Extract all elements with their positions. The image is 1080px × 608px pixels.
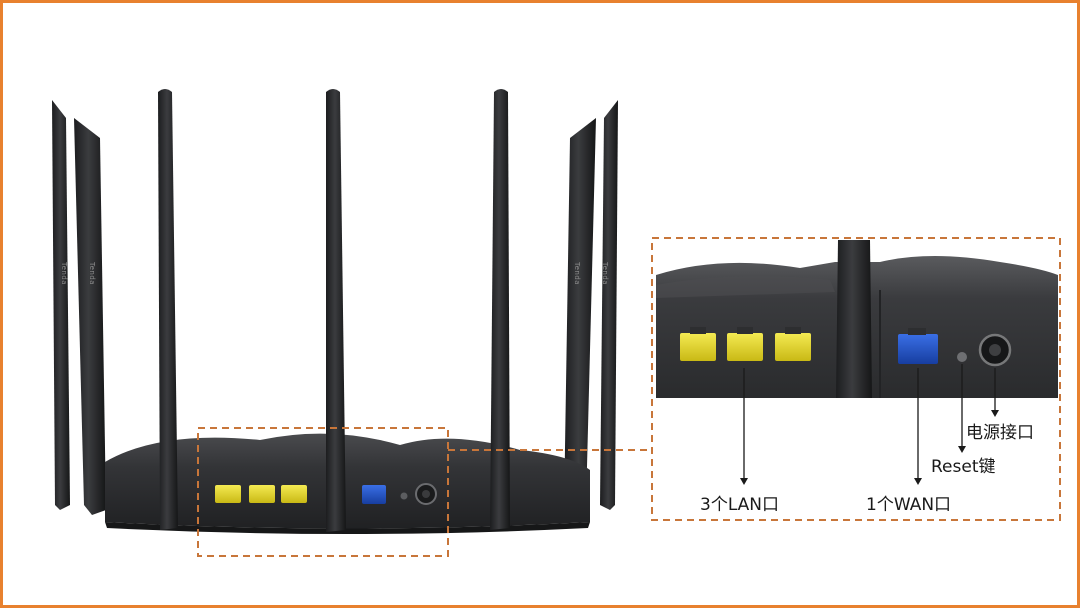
reset-button <box>400 492 408 500</box>
zoom-antenna <box>836 240 872 398</box>
zoom-lan-port-latch <box>785 327 801 334</box>
lan-callout-label: 3个LAN口 <box>700 495 779 515</box>
reset-pointer-arrow <box>958 446 966 453</box>
antenna-right-outer <box>600 100 618 510</box>
reset-callout-label: Reset键 <box>931 457 996 477</box>
wan-pointer-arrow <box>914 478 922 485</box>
zoom-housing-highlight <box>656 276 835 298</box>
zoom-lan-port <box>680 333 716 361</box>
wan-port <box>362 485 386 504</box>
zoom-lan-port <box>775 333 811 361</box>
router-housing <box>105 433 590 529</box>
antenna-vertical <box>326 89 346 532</box>
right-side-antennas: Tenda Tenda <box>564 100 618 515</box>
power-callout-label: 电源接口 <box>966 423 1034 443</box>
zoom-lan-port <box>727 333 763 361</box>
wan-callout-label: 1个WAN口 <box>866 495 951 515</box>
zoom-lan-port-latch <box>690 327 706 334</box>
zoom-wan-port <box>898 334 938 364</box>
antenna-vertical <box>158 89 178 530</box>
antenna-brand-label: Tenda <box>60 261 68 285</box>
router-base <box>105 522 590 534</box>
zoom-lan-port-latch <box>737 327 753 334</box>
left-side-antennas: Tenda Tenda <box>52 100 106 515</box>
zoom-power-jack-pin <box>989 344 1001 356</box>
zoom-inset-border <box>651 237 1061 521</box>
ports-highlight-box <box>197 427 449 557</box>
zoom-inset: 3个LAN口 1个WAN口 Reset键 电源接口 <box>652 238 1060 520</box>
lan-port <box>249 485 275 503</box>
lan-port <box>281 485 307 503</box>
antenna-left-outer <box>52 100 70 510</box>
antenna-right-inner <box>564 118 596 515</box>
lan-pointer-arrow <box>740 478 748 485</box>
lan-port <box>215 485 241 503</box>
antenna-brand-label: Tenda <box>88 261 96 285</box>
power-jack-pin <box>422 490 430 498</box>
zoom-wan-port-latch <box>908 328 926 335</box>
power-pointer-arrow <box>991 410 999 417</box>
antenna-brand-label: Tenda <box>573 261 581 285</box>
antenna-left-inner <box>74 118 106 515</box>
antenna-vertical <box>490 89 510 530</box>
zoom-reset-button <box>957 352 967 362</box>
router-body <box>105 89 590 534</box>
antenna-brand-label: Tenda <box>601 261 609 285</box>
